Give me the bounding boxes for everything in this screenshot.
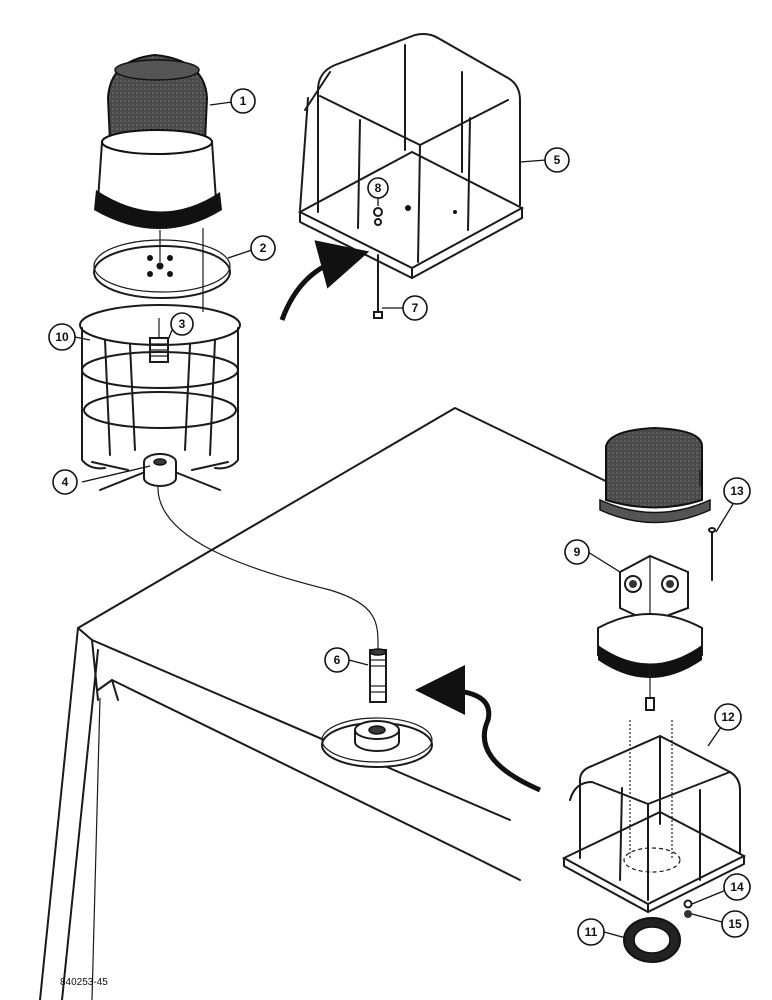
callout-8: 8 xyxy=(367,177,389,199)
part-10-wire-guard xyxy=(79,304,241,491)
callout-1: 1 xyxy=(230,88,256,114)
callout-2: 2 xyxy=(250,235,276,261)
figure-id: 840253-45 xyxy=(60,977,108,988)
part-11-gasket-ring xyxy=(623,917,681,963)
callout-label: 13 xyxy=(730,484,744,498)
callout-9: 9 xyxy=(564,539,590,565)
cab-roof xyxy=(39,407,621,1000)
callout-label: 1 xyxy=(240,94,247,108)
callout-15: 15 xyxy=(721,910,749,938)
part-15-nut xyxy=(684,910,692,918)
curved-arrow-top xyxy=(279,240,370,321)
part-12-square-guard xyxy=(561,720,747,913)
callout-13: 13 xyxy=(723,477,751,505)
part-7-bolt xyxy=(373,254,383,319)
callout-label: 15 xyxy=(728,917,742,931)
callout-label: 7 xyxy=(412,301,419,315)
part-5-square-guard xyxy=(297,33,525,279)
part-4-guard-base xyxy=(143,453,177,487)
callout-label: 4 xyxy=(62,475,69,489)
roof-mount-plate xyxy=(321,717,433,768)
callout-label: 5 xyxy=(554,153,561,167)
callout-12: 12 xyxy=(714,703,742,731)
part-9-beacon-assembly xyxy=(597,426,711,711)
callout-11: 11 xyxy=(577,918,605,946)
callout-label: 6 xyxy=(334,653,341,667)
callout-4: 4 xyxy=(52,469,78,495)
callout-label: 12 xyxy=(721,710,735,724)
part-2-base-plate xyxy=(93,228,231,312)
callouts: 1 2 3 4 5 6 7 8 xyxy=(48,88,751,946)
callout-label: 8 xyxy=(375,181,382,195)
curved-arrow-bottom xyxy=(415,665,541,793)
part-14-washer xyxy=(683,899,693,909)
part-6-nipple xyxy=(369,648,387,703)
callout-14: 14 xyxy=(723,873,751,901)
callout-label: 10 xyxy=(55,330,69,344)
part-13-screw xyxy=(708,527,716,581)
callout-label: 2 xyxy=(260,241,267,255)
callout-10: 10 xyxy=(48,323,76,351)
part-8-nut xyxy=(373,207,383,226)
part-1-beacon-light xyxy=(94,53,222,229)
callout-label: 3 xyxy=(179,317,186,331)
callout-6: 6 xyxy=(324,647,350,673)
wire-route-line xyxy=(157,484,379,651)
part-3-fitting xyxy=(149,318,169,363)
callout-3: 3 xyxy=(170,312,194,336)
callout-7: 7 xyxy=(402,295,428,321)
callout-5: 5 xyxy=(544,147,570,173)
callout-label: 14 xyxy=(730,880,744,894)
callout-label: 9 xyxy=(574,545,581,559)
callout-label: 11 xyxy=(585,925,598,939)
